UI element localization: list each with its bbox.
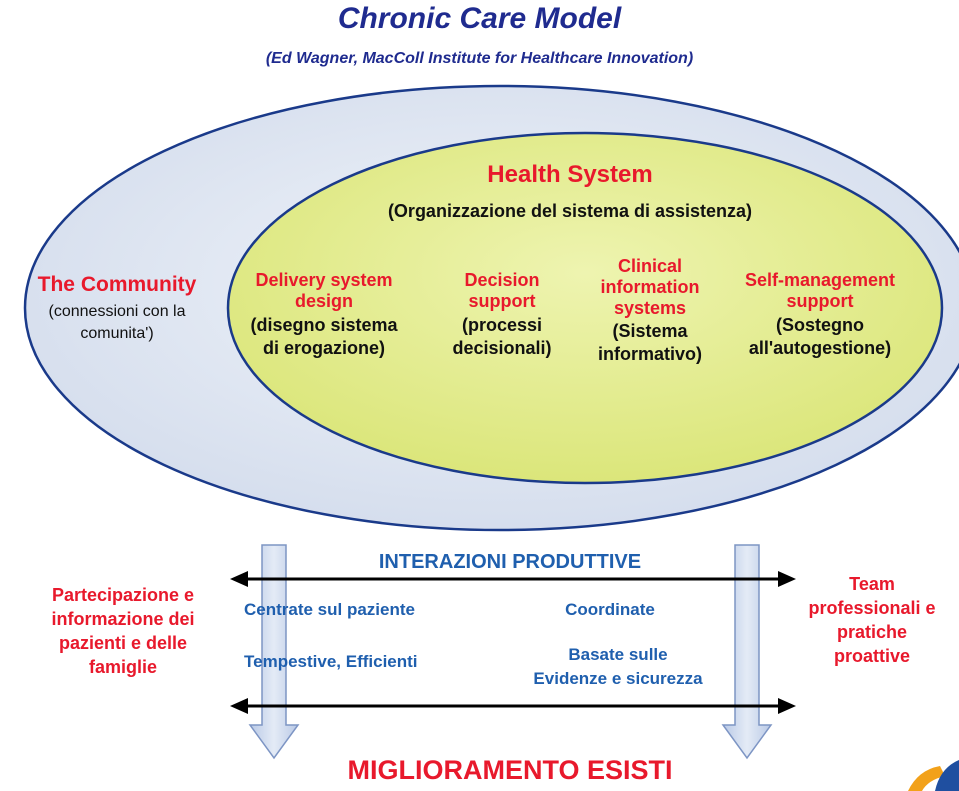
- component-decision-support: Decision support (processi decisionali): [432, 270, 572, 360]
- component-desc-line: (disegno sistema: [250, 315, 398, 335]
- page-title: Chronic Care Model: [337, 2, 622, 35]
- bottom-double-arrow: [230, 698, 796, 714]
- health-system-title: Health System: [487, 161, 653, 188]
- community-block: The Community (connessioni con la comuni…: [14, 272, 220, 345]
- left-label-line: famiglie: [88, 657, 158, 677]
- community-title: The Community: [37, 273, 197, 296]
- component-clinical-information-systems: Clinical information systems (Sistema in…: [577, 256, 723, 366]
- left-label-line: informazione dei: [51, 609, 195, 629]
- component-title-line: Delivery system: [255, 270, 393, 290]
- component-desc-line: (processi: [461, 315, 543, 335]
- right-label-line: professionali e: [808, 598, 936, 618]
- component-delivery-system-design: Delivery system design (disegno sistema …: [228, 270, 420, 360]
- component-desc-line: decisionali): [452, 338, 552, 358]
- left-label-line: Partecipazione e: [51, 585, 195, 605]
- interactions-title: INTERAZIONI PRODUTTIVE: [378, 551, 642, 573]
- logo-fragment: [790, 760, 959, 791]
- page-subtitle: (Ed Wagner, MacColl Institute for Health…: [265, 50, 694, 67]
- outcome-label: MIGLIORAMENTO ESISTI: [347, 755, 673, 785]
- component-title-line: Clinical: [617, 256, 683, 276]
- component-title-line: information: [600, 277, 700, 297]
- component-self-management-support: Self-management support (Sostegno all'au…: [722, 270, 918, 360]
- patient-participation-label: Partecipazione e informazione dei pazien…: [12, 583, 234, 679]
- top-double-arrow: [230, 571, 796, 587]
- community-desc-line1: (connessioni con la: [48, 303, 186, 320]
- interaction-item: Coordinate: [565, 600, 655, 619]
- interaction-item-group: Basate sulle Evidenze e sicurezza: [498, 643, 738, 691]
- left-label-line: pazienti e delle: [58, 633, 188, 653]
- component-desc-line: all'autogestione): [748, 338, 892, 358]
- component-title-line: systems: [613, 298, 687, 318]
- right-label-line: Team: [849, 574, 895, 594]
- right-label-line: pratiche: [836, 622, 908, 642]
- component-desc-line: (Sistema: [612, 321, 688, 341]
- component-title-line: support: [786, 291, 854, 311]
- component-title-line: support: [468, 291, 536, 311]
- component-desc-line: informativo): [597, 344, 702, 364]
- health-system-desc: (Organizzazione del sistema di assistenz…: [387, 201, 753, 221]
- component-title-line: design: [294, 291, 353, 311]
- right-label-line: proattive: [833, 646, 911, 666]
- team-label: Team professionali e pratiche proattive: [792, 572, 952, 668]
- health-system-ellipse: [226, 131, 944, 485]
- interaction-item: Evidenze e sicurezza: [533, 669, 703, 688]
- interaction-item: Tempestive, Efficienti: [244, 652, 418, 671]
- interaction-item: Basate sulle: [568, 645, 668, 664]
- component-title-line: Decision: [464, 270, 540, 290]
- interaction-item: Centrate sul paziente: [244, 600, 415, 619]
- component-title-line: Self-management: [744, 270, 896, 290]
- component-desc-line: (Sostegno: [776, 315, 864, 335]
- component-desc-line: di erogazione): [262, 338, 385, 358]
- community-desc-line2: comunita'): [80, 325, 154, 342]
